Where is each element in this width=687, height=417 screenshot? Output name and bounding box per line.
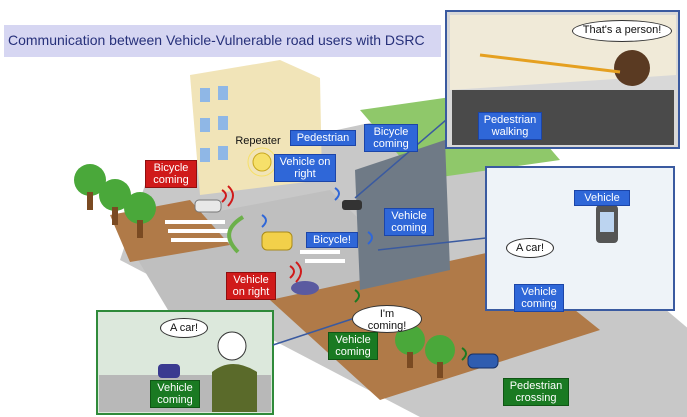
bubble-a-car-ped: A car!: [160, 318, 208, 338]
label-pedestrian-crossing: Pedestrian crossing: [503, 378, 569, 406]
title-background: [4, 25, 441, 57]
phone-screen: [600, 212, 614, 232]
bubble-thats-a-person: That's a person!: [572, 20, 672, 42]
repeater-label: Repeater: [235, 135, 281, 147]
crosswalk: [165, 220, 345, 263]
ped-inset-car: [158, 364, 180, 378]
driver-head: [614, 50, 650, 86]
detection-beam: [479, 53, 621, 74]
label-vehicle-on-right-blue: Vehicle on right: [274, 154, 336, 182]
label-vehicle-coming-ped: Vehicle coming: [150, 380, 200, 408]
bubble-im-coming-text: I'm coming!: [367, 308, 407, 332]
label-vehicle-coming-phone: Vehicle coming: [514, 284, 564, 312]
label-vehicle-on-right-red: Vehicle on right: [226, 272, 276, 300]
signal-waves: [221, 185, 467, 361]
diagram-title: Communication between Vehicle-Vulnerable…: [8, 32, 425, 48]
label-bicycle-alert: Bicycle!: [306, 232, 358, 248]
bubble-a-car-phone: A car!: [506, 238, 554, 258]
label-pedestrian-walking: Pedestrian walking: [478, 112, 542, 140]
label-vehicle-coming-green: Vehicle coming: [328, 332, 378, 360]
pedestrian-body: [212, 364, 257, 412]
pedestrian-head: [217, 331, 247, 361]
bubble-im-coming: I'm coming!: [352, 305, 422, 333]
turn-arrow: [227, 215, 245, 254]
callout-lines: [272, 119, 487, 346]
label-pedestrian: Pedestrian: [290, 130, 356, 146]
label-bicycle-coming-blue: Bicycle coming: [364, 124, 418, 152]
building-left-windows: [200, 86, 228, 162]
label-bicycle-coming-red: Bicycle coming: [145, 160, 197, 188]
label-vehicle-coming-blue: Vehicle coming: [384, 208, 434, 236]
trees: [74, 164, 455, 378]
label-phone-vehicle: Vehicle: [574, 190, 630, 206]
vehicles: [194, 199, 499, 369]
